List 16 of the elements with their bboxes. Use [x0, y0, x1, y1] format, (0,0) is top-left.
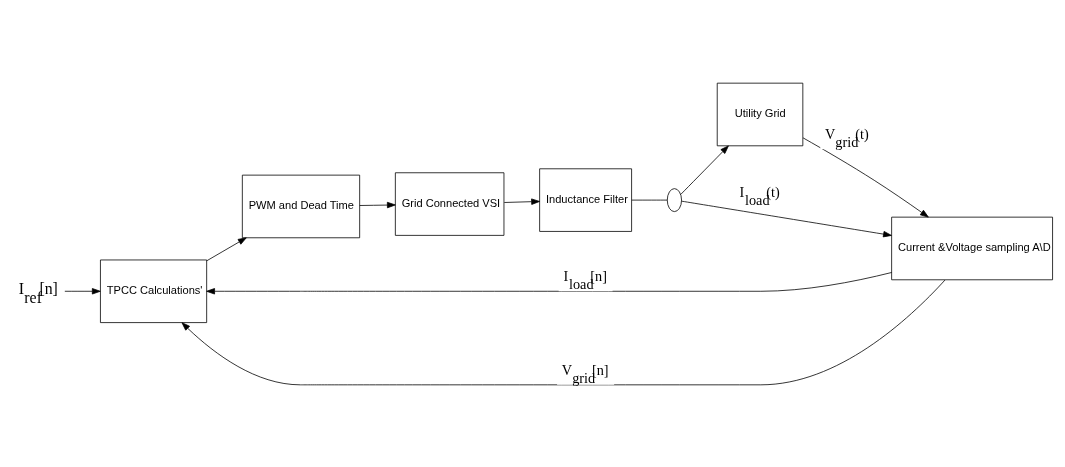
node-box: TPCC Calculations': [100, 259, 208, 323]
arrow: [802, 136, 929, 217]
node-box: PWM and Dead Time: [241, 174, 361, 238]
arrow: [680, 145, 729, 195]
connector: [631, 199, 668, 200]
node-box: Utility Grid: [716, 82, 804, 146]
node-box: Grid Connected VSI: [394, 171, 505, 236]
arrow: [206, 236, 247, 261]
node-circle: [666, 187, 682, 212]
arrow: [206, 271, 892, 294]
node-box: Inductance Filter: [539, 167, 632, 232]
node-box: Current &Voltage sampling A\D: [891, 216, 1053, 280]
arrow: [64, 287, 101, 294]
arrow: [681, 200, 892, 237]
arrow: [503, 198, 540, 205]
arrow: [359, 201, 396, 208]
